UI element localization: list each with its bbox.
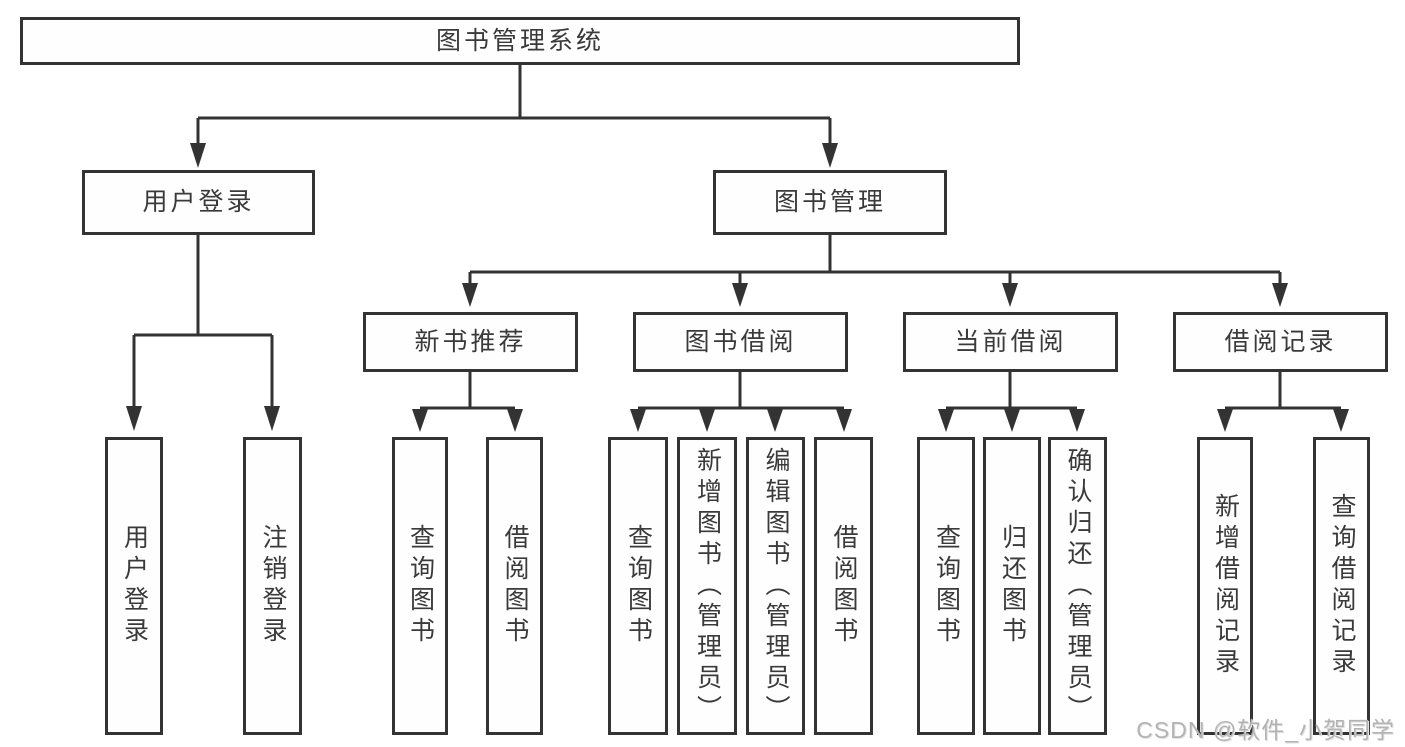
csdn-watermark: CSDN @软件_小贺同学 xyxy=(1136,717,1395,743)
leaf-query-books-3: 查询图书 xyxy=(917,437,975,735)
node-label: 归还图书 xyxy=(998,524,1027,648)
node-label: 查询借阅记录 xyxy=(1328,493,1356,679)
node-label: 用户登录 xyxy=(120,524,149,648)
node-label: 图书管理系统 xyxy=(435,26,604,55)
node-label: 新增借阅记录 xyxy=(1211,493,1240,679)
node-label: 新书推荐 xyxy=(414,327,527,356)
leaf-edit-books-admin: 编辑图书（管理员） xyxy=(746,437,805,735)
node-new-book-recommendation: 新书推荐 xyxy=(363,312,578,372)
leaf-add-books-admin: 新增图书（管理员） xyxy=(677,437,737,735)
node-label: 注销登录 xyxy=(259,524,287,648)
node-library-management-system: 图书管理系统 xyxy=(20,17,1020,65)
node-label: 用户登录 xyxy=(142,188,255,216)
node-label: 编辑图书（管理员） xyxy=(762,446,790,726)
leaf-borrow-books-2: 借阅图书 xyxy=(814,437,873,735)
node-label: 确认归还（管理员） xyxy=(1064,446,1092,726)
leaf-query-books-2: 查询图书 xyxy=(608,437,668,735)
node-label: 查询图书 xyxy=(406,524,435,648)
node-current-borrowing: 当前借阅 xyxy=(903,312,1118,372)
node-book-borrowing: 图书借阅 xyxy=(633,312,848,372)
node-label: 图书管理 xyxy=(773,188,886,216)
node-label: 查询图书 xyxy=(624,524,653,648)
leaf-confirm-return-admin: 确认归还（管理员） xyxy=(1048,437,1107,735)
node-label: 查询图书 xyxy=(932,524,961,648)
node-label: 借阅记录 xyxy=(1224,327,1337,356)
node-book-management-branch: 图书管理 xyxy=(713,170,947,235)
leaf-user-login: 用户登录 xyxy=(105,437,163,735)
leaf-add-borrow-record: 新增借阅记录 xyxy=(1197,437,1253,735)
node-label: 当前借阅 xyxy=(954,327,1067,356)
node-label: 借阅图书 xyxy=(501,524,529,648)
node-label: 图书借阅 xyxy=(684,327,797,356)
leaf-borrow-books-1: 借阅图书 xyxy=(486,437,543,735)
leaf-logout: 注销登录 xyxy=(243,437,302,735)
connector-paths xyxy=(132,65,1341,410)
leaf-query-books-1: 查询图书 xyxy=(392,437,448,735)
node-user-login-branch: 用户登录 xyxy=(82,170,315,235)
node-borrowing-records: 借阅记录 xyxy=(1173,312,1388,372)
arrowheads xyxy=(126,143,1349,432)
leaf-query-borrow-record: 查询借阅记录 xyxy=(1313,437,1370,735)
node-label: 借阅图书 xyxy=(830,524,858,648)
leaf-return-books: 归还图书 xyxy=(983,437,1041,735)
node-label: 新增图书（管理员） xyxy=(693,446,722,726)
